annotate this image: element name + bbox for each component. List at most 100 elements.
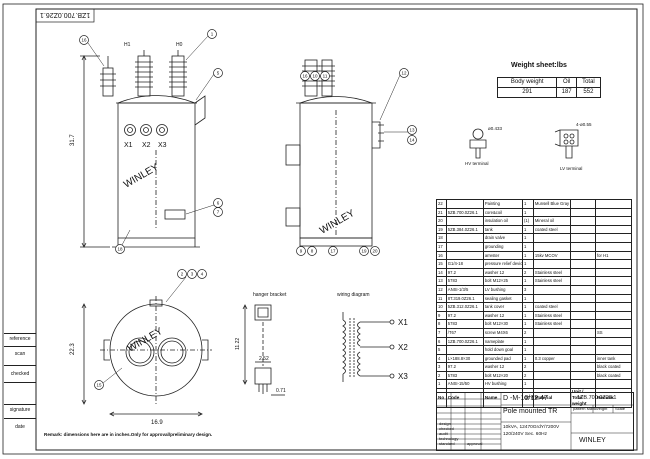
svg-text:H0: H0: [176, 42, 183, 48]
svg-text:14: 14: [409, 138, 415, 143]
part-code: 5783: [445, 276, 484, 286]
part-no: 7: [436, 327, 447, 338]
part-remark: [595, 259, 632, 269]
svg-text:17: 17: [330, 249, 336, 254]
part-remark: [595, 267, 632, 278]
svg-text:H1: H1: [124, 42, 131, 48]
svg-text:X2: X2: [142, 142, 151, 149]
part-no: 8: [436, 319, 447, 329]
part-no: 10: [436, 302, 447, 312]
weight-header-total: Total: [575, 77, 602, 88]
part-code: 97.2: [445, 310, 484, 321]
svg-text:16.9: 16.9: [151, 420, 163, 426]
part-no: 2: [436, 370, 447, 381]
svg-text:15: 15: [96, 383, 102, 388]
part-no: 12: [436, 284, 447, 295]
part-no: 16: [436, 250, 447, 261]
part-remark: [595, 379, 632, 390]
drawing-code: 1ZB.700.0Z26.1: [577, 395, 617, 401]
part-remark: [595, 302, 632, 312]
dim-tank-height-label: 31.7: [70, 134, 76, 146]
part-no: 22: [436, 199, 447, 209]
side-strip-divider: [4, 333, 36, 334]
side-view: [285, 59, 384, 247]
part-weight: [569, 293, 597, 304]
part-name: Painting: [482, 199, 524, 209]
part-qty: 1: [522, 259, 534, 269]
part-weight: [569, 267, 597, 278]
part-material: [532, 284, 571, 295]
svg-text:4-ø0.55: 4-ø0.55: [576, 122, 592, 127]
part-remark: for H1: [595, 250, 632, 261]
part-name: HV bushing: [482, 379, 524, 390]
inner-frame: [35, 8, 638, 451]
part-remark: [595, 310, 632, 321]
part-weight: [569, 216, 597, 226]
part-qty: 1: [522, 250, 534, 261]
part-code: 97.2: [445, 362, 484, 372]
svg-text:20: 20: [372, 249, 378, 254]
part-remark: [595, 216, 632, 226]
part-material: coated steel: [532, 302, 571, 312]
part-material: [532, 327, 571, 338]
part-qty: 1: [522, 302, 534, 312]
part-name: bolt M12×20: [482, 370, 524, 381]
part-code: /T67: [445, 327, 484, 338]
part-remark: SS: [595, 327, 632, 338]
svg-text:X3: X3: [398, 372, 408, 381]
svg-text:5: 5: [217, 71, 220, 76]
part-no: 21: [436, 207, 447, 218]
svg-text:11: 11: [323, 74, 328, 79]
spec-line-1: 10kVA, 12470GrdY/7200V: [503, 425, 560, 430]
part-name: insulation oil: [482, 216, 524, 226]
part-code: [445, 250, 484, 261]
svg-text:0.71: 0.71: [276, 388, 286, 394]
weight-sheet-table: Body weight Oil Total 291 187 552: [496, 77, 602, 98]
outer-frame: [2, 3, 644, 455]
side-label-checked: checked: [10, 371, 30, 377]
part-material: Stainless steel: [532, 276, 571, 286]
part-qty: 2: [522, 370, 534, 381]
part-qty: 2: [522, 267, 534, 278]
svg-text:WINLEY: WINLEY: [122, 162, 161, 191]
part-material: [532, 362, 571, 372]
part-no: 13: [436, 276, 447, 286]
part-remark: [595, 336, 632, 347]
model-number: D -M-10/12.47: [503, 395, 548, 402]
part-code: 5783: [445, 319, 484, 329]
part-code: [445, 345, 484, 355]
part-qty: 1: [522, 224, 534, 235]
part-material: [532, 336, 571, 347]
part-material: 0.3 copper: [532, 353, 571, 364]
part-name: bolt M12×30: [482, 319, 524, 329]
part-name: tank cover: [482, 302, 524, 312]
part-name: arrester: [482, 250, 524, 261]
part-material: [532, 207, 571, 218]
tank-cover: [117, 95, 196, 104]
part-name: washer 12: [482, 310, 524, 321]
weight-value-body: 291: [496, 87, 558, 98]
part-weight: [569, 207, 597, 218]
part-weight: [569, 241, 597, 252]
svg-text:Remark: dimensions here are in: Remark: dimensions here are in inches.On…: [44, 432, 212, 437]
part-code: G1/4-18: [445, 259, 484, 269]
hv-bushing-h1: [135, 50, 153, 97]
product-name: Pole mounted TR: [503, 408, 558, 415]
part-name: pressure relief device: [482, 259, 524, 269]
company-name: WINLEY: [579, 437, 606, 444]
part-weight: [569, 310, 597, 321]
part-code: 5783: [445, 370, 484, 381]
part-code: [445, 199, 484, 209]
